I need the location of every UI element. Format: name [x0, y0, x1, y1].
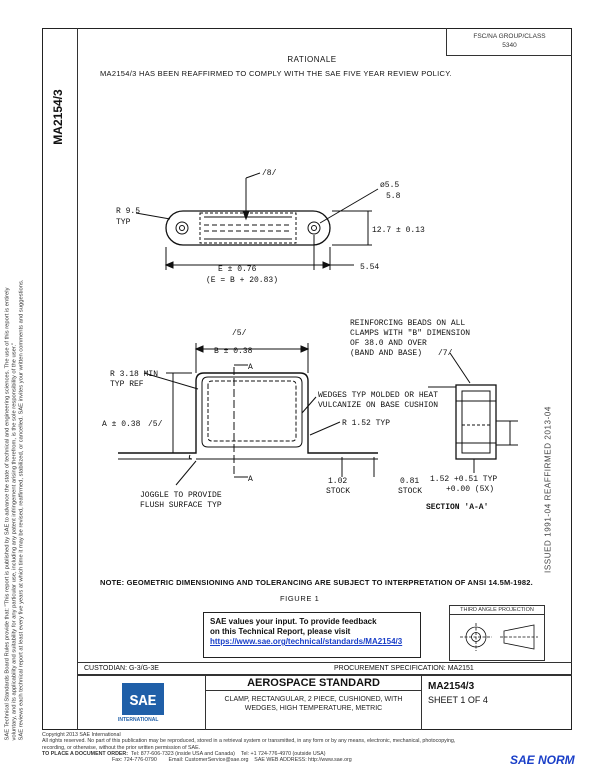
sheet-number: SHEET 1 OF 4 [428, 695, 488, 705]
feedback-box: SAE values your input. To provide feedba… [203, 612, 421, 658]
note-5-label: /5/ [232, 329, 247, 338]
section-label: SECTION 'A-A' [426, 503, 488, 512]
height-dim-label: 12.7 ± 0.13 [372, 226, 425, 235]
top-view [135, 172, 379, 270]
typ-ref-label: TYP REF [110, 380, 144, 389]
gdt-note: NOTE: GEOMETRIC DIMENSIONING AND TOLERAN… [100, 578, 533, 587]
a-note-label: /5/ [148, 420, 163, 429]
figure-caption: FIGURE 1 [280, 594, 320, 603]
title-cell: AEROSPACE STANDARD CLAMP, RECTANGULAR, 2… [206, 675, 422, 730]
radius-label: R 9.5 [116, 207, 140, 216]
hole-dia-label: ø5.5 [380, 181, 399, 190]
length-dim-label: E ± 0.76 [218, 265, 257, 274]
joggle2-label: FLUSH SURFACE TYP [140, 501, 222, 510]
doc-number: MA2154/3 [428, 681, 475, 692]
radius-min-label: R 3.18 MIN [110, 370, 158, 379]
rationale-text: MA2154/3 HAS BEEN REAFFIRMED TO COMPLY W… [100, 69, 452, 78]
third-angle-projection-icon [460, 623, 538, 651]
front-view [118, 343, 378, 486]
sae-logo-sub: INTERNATIONAL [118, 717, 159, 723]
tolerance-label-2: +0.00 (5X) [446, 485, 494, 494]
issue-stamp: ISSUED 1991-04 REAFFIRMED 2013-04 [543, 406, 553, 573]
feedback-line-2: on this Technical Report, please visit [210, 627, 351, 636]
typ-label: TYP [116, 218, 131, 227]
rationale-heading: RATIONALE [287, 55, 337, 64]
title-divider [78, 675, 572, 676]
a-dim-label: A ± 0.38 [102, 420, 141, 429]
joggle-label: JOGGLE TO PROVIDE [140, 491, 222, 500]
projection-box: THIRD ANGLE PROJECTION [449, 605, 545, 661]
technical-drawing: /8/ R 9.5 TYP ø5.5 5.8 12.7 ± 0.13 E ± 0… [102, 169, 518, 512]
wedges-label: WEDGES TYP MOLDED OR HEAT [318, 391, 438, 400]
hole-dia2-label: 5.8 [386, 192, 401, 201]
beads-label-4: (BAND AND BASE) [350, 349, 422, 358]
fsc-group-box: FSC/NA GROUP/CLASS 5340 [446, 28, 572, 56]
document-number-vertical: MA2154/3 [51, 89, 65, 145]
note-7-label: /7/ [438, 349, 453, 358]
length-formula-label: (E = B + 20.83) [206, 276, 278, 285]
left-margin-column [42, 28, 78, 730]
projection-label: THIRD ANGLE PROJECTION [450, 606, 544, 615]
section-view [428, 352, 518, 473]
note-8-label: /8/ [262, 169, 277, 178]
aerospace-standard-title: AEROSPACE STANDARD [206, 675, 421, 691]
section-mark-bottom: A [248, 475, 253, 484]
wedges2-label: VULCANIZE ON BASE CUSHION [318, 401, 438, 410]
stock1-value: 1.02 [328, 477, 347, 486]
sae-logo-icon: SAE [122, 683, 164, 715]
svg-text:SAE: SAE [129, 693, 156, 710]
beads-label-3: OF 38.0 AND OVER [350, 339, 427, 348]
feedback-line-1: SAE values your input. To provide feedba… [210, 617, 377, 626]
page-frame [42, 28, 572, 730]
b-dim-label: B ± 0.38 [214, 347, 253, 356]
section-mark-top: A [248, 363, 253, 372]
logo-cell: SAE INTERNATIONAL [78, 675, 206, 730]
feedback-link[interactable]: https://www.sae.org/technical/standards/… [210, 637, 403, 646]
radius-typ-label: R 1.52 TYP [342, 419, 390, 428]
disclaimer-text: SAE Technical Standards Board Rules prov… [4, 279, 25, 741]
tolerance-label-1: 1.52 +0.51 TYP [430, 475, 497, 484]
stock2-label: STOCK [398, 487, 422, 496]
end-dim-label: 5.54 [360, 263, 379, 272]
custodian-text: CUSTODIAN: G-3/G-3E [84, 665, 159, 672]
beads-label-2: CLAMPS WITH "B" DIMENSION [350, 329, 470, 338]
stock1-label: STOCK [326, 487, 350, 496]
custodian-row: CUSTODIAN: G-3/G-3E PROCUREMENT SPECIFIC… [78, 662, 572, 675]
procurement-text: PROCUREMENT SPECIFICATION: MA2151 [334, 665, 474, 672]
copyright-block: Copyright 2013 SAE International All rig… [42, 732, 456, 764]
number-cell: MA2154/3 SHEET 1 OF 4 [422, 675, 572, 730]
stock2-value: 0.81 [400, 477, 419, 486]
watermark-logo: SAE NORM [510, 753, 575, 767]
beads-label-1: REINFORCING BEADS ON ALL [350, 319, 465, 328]
title-description: CLAMP, RECTANGULAR, 2 PIECE, CUSHIONED, … [224, 696, 403, 712]
